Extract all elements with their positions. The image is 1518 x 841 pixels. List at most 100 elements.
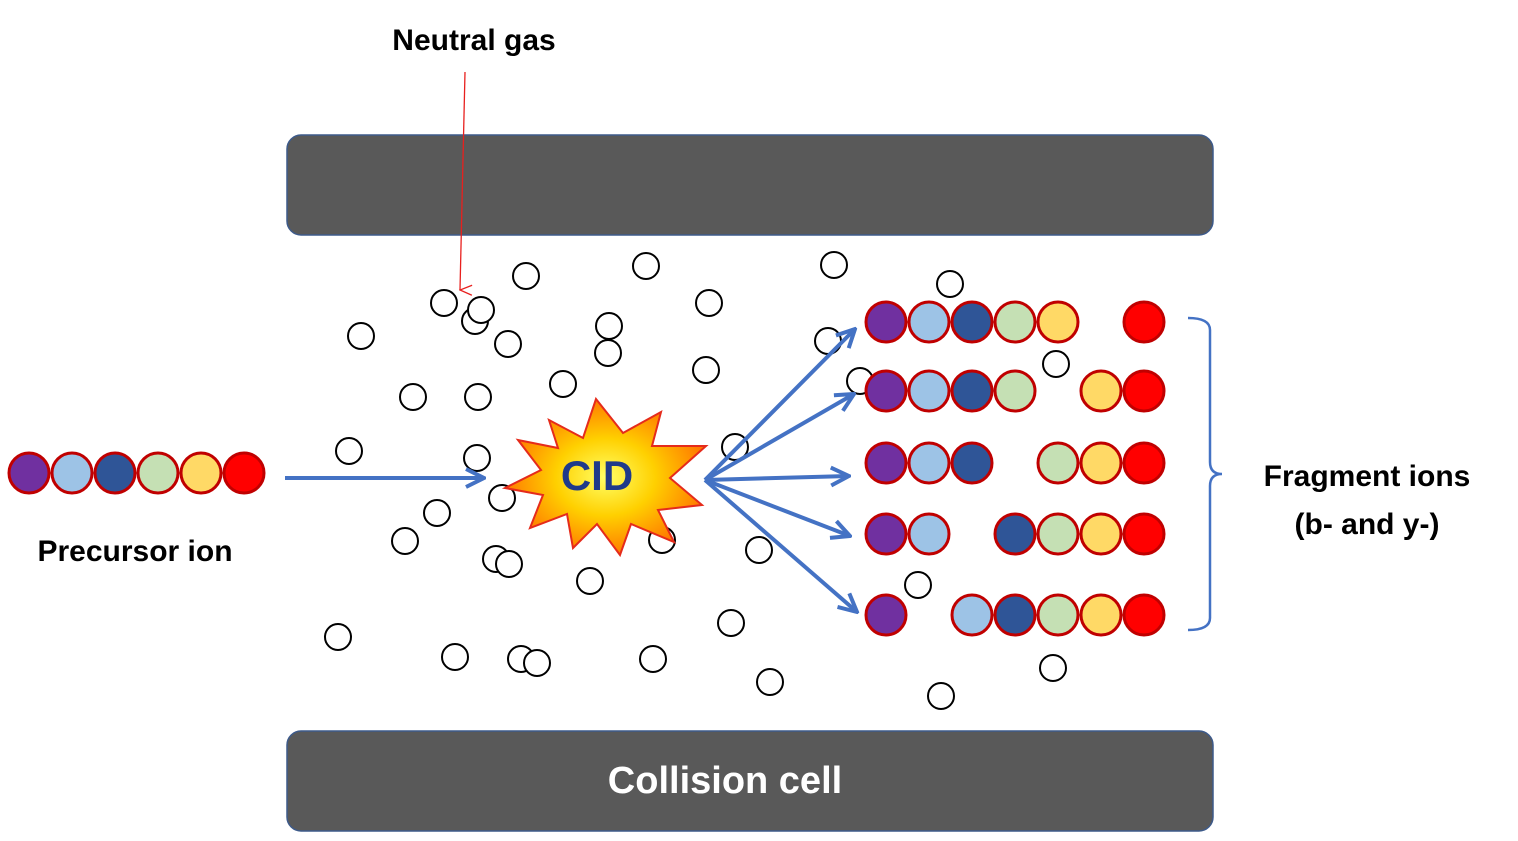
neutral-gas-arrow	[460, 71, 465, 290]
precursor-residue	[179, 451, 223, 495]
cid-burst	[501, 396, 709, 558]
gas-molecule	[745, 536, 773, 564]
b-ion-residue	[864, 441, 908, 485]
gas-molecule	[820, 251, 848, 279]
gas-molecule	[549, 370, 577, 398]
gas-molecule	[927, 682, 955, 710]
gas-molecule	[430, 289, 458, 317]
b-ion-residue	[864, 369, 908, 413]
b-ion-residue	[950, 369, 994, 413]
cid-label: CID	[561, 452, 633, 499]
y-ion	[993, 512, 1166, 556]
y-ion	[1079, 369, 1166, 413]
b-ion	[864, 593, 908, 637]
gas-molecule	[423, 499, 451, 527]
top-plate	[286, 134, 1214, 236]
gas-molecule	[695, 289, 723, 317]
gas-molecule	[495, 550, 523, 578]
neutral-gas-label: Neutral gas	[392, 24, 555, 57]
y-ion-residue	[993, 512, 1037, 556]
b-ion-residue	[993, 300, 1037, 344]
b-ion	[864, 369, 1037, 413]
y-ion-residue	[1079, 512, 1123, 556]
fragment-row	[864, 512, 1166, 556]
y-ion-residue	[1122, 593, 1166, 637]
precursor-residue	[222, 451, 266, 495]
gas-molecule	[904, 571, 932, 599]
gas-molecule	[347, 322, 375, 350]
y-ion-residue	[1079, 593, 1123, 637]
y-ion	[1036, 441, 1166, 485]
y-ion-residue	[1122, 441, 1166, 485]
b-ion-residue	[907, 512, 951, 556]
b-ion-residue	[864, 512, 908, 556]
fragment-row	[864, 441, 1166, 485]
gas-molecule	[512, 262, 540, 290]
y-ion-residue	[1122, 369, 1166, 413]
precursor-ion-label: Precursor ion	[37, 535, 232, 568]
precursor-residue	[136, 451, 180, 495]
gas-molecule	[576, 567, 604, 595]
gas-molecule	[936, 270, 964, 298]
precursor-residue	[7, 451, 51, 495]
collision-cell-plate	[286, 730, 1214, 832]
fragment-arrows	[703, 329, 857, 612]
gas-molecule	[1039, 654, 1067, 682]
fragment-arrow	[704, 478, 850, 536]
gas-molecule	[717, 609, 745, 637]
gas-molecules	[324, 251, 1070, 710]
y-ion-residue	[1122, 300, 1166, 344]
fragment-arrow	[703, 478, 857, 612]
y-ion-residue	[1036, 512, 1080, 556]
gas-molecule	[1042, 350, 1070, 378]
b-ion-residue	[1036, 300, 1080, 344]
gas-molecule	[464, 383, 492, 411]
gas-molecule	[692, 356, 720, 384]
fragment-row	[864, 593, 1166, 637]
gas-molecule	[639, 645, 667, 673]
fragment-ions-label: Fragment ions	[1264, 460, 1471, 493]
gas-molecule	[595, 312, 623, 340]
gas-molecule	[335, 437, 363, 465]
gas-molecule	[523, 649, 551, 677]
gas-molecule	[814, 327, 842, 355]
fragment-bracket	[1187, 316, 1223, 632]
b-ion	[864, 300, 1080, 344]
gas-molecule	[494, 330, 522, 358]
gas-molecule	[488, 484, 516, 512]
precursor-residue	[93, 451, 137, 495]
fragment-arrow	[704, 394, 854, 482]
b-ion-residue	[993, 369, 1037, 413]
y-ion-residue	[950, 593, 994, 637]
collision-cell-label: Collision cell	[608, 760, 842, 802]
gas-molecule	[324, 623, 352, 651]
b-ion	[864, 512, 951, 556]
b-ion-residue	[907, 300, 951, 344]
y-ion	[1122, 300, 1166, 344]
b-ion-residue	[950, 300, 994, 344]
gas-molecule	[594, 339, 622, 367]
fragment-row	[864, 369, 1166, 413]
b-ion-residue	[864, 300, 908, 344]
y-ion	[950, 593, 1166, 637]
y-ion-residue	[1079, 369, 1123, 413]
fragment-ions	[864, 300, 1166, 637]
gas-molecule	[463, 444, 491, 472]
fragment-arrow	[703, 329, 855, 482]
precursor-ion	[7, 451, 266, 495]
gas-molecule	[756, 668, 784, 696]
gas-molecule	[399, 383, 427, 411]
y-ion-residue	[993, 593, 1037, 637]
y-ion-residue	[1122, 512, 1166, 556]
b-ion-residue	[907, 441, 951, 485]
gas-molecule	[467, 296, 495, 324]
y-ion-residue	[1036, 441, 1080, 485]
b-ion	[864, 441, 994, 485]
fragment-ions-sublabel: (b- and y-)	[1295, 508, 1440, 541]
b-ion-residue	[907, 369, 951, 413]
b-ion-residue	[950, 441, 994, 485]
fragment-arrow	[704, 476, 849, 480]
gas-molecule	[632, 252, 660, 280]
